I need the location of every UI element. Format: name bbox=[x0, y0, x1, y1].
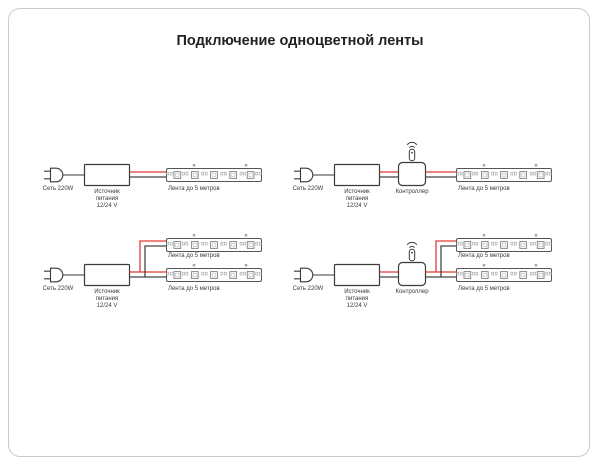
psu-voltage: 12/24 V bbox=[96, 203, 118, 210]
psu-name: Источник питания bbox=[94, 189, 120, 203]
power-supply-box bbox=[333, 163, 381, 187]
power-plug-icon bbox=[294, 167, 334, 183]
power-supply-box bbox=[333, 263, 381, 287]
page-title: Подключение одноцветной ленты bbox=[176, 33, 424, 49]
strip-label: Лента до 5 метров bbox=[168, 253, 220, 259]
led-strip-icon bbox=[166, 232, 262, 252]
led-strip-icon bbox=[456, 262, 552, 282]
negative-branch-wire bbox=[440, 245, 457, 277]
led-strip-icon bbox=[166, 262, 262, 282]
positive-branch-wire bbox=[435, 240, 457, 272]
controller-box bbox=[397, 261, 427, 287]
strip-label: Лента до 5 метров bbox=[168, 286, 220, 292]
psu-voltage: 12/24 V bbox=[96, 303, 118, 310]
border-frame bbox=[8, 8, 590, 457]
controller-box bbox=[397, 161, 427, 187]
led-strip-icon bbox=[456, 162, 552, 182]
power-plug-icon bbox=[44, 167, 84, 183]
psu-name: Источник питания bbox=[344, 189, 370, 203]
psu-label: Источник питания 12/24 V bbox=[84, 289, 130, 311]
remote-icon bbox=[406, 241, 418, 262]
psu-voltage: 12/24 V bbox=[346, 303, 368, 310]
diagram-psu-controller-single-strip bbox=[294, 141, 552, 187]
power-plug-icon bbox=[44, 267, 84, 283]
controller-label: Контроллер bbox=[395, 289, 429, 295]
strip-label: Лента до 5 метров bbox=[458, 253, 510, 259]
mains-label: Сеть 220W bbox=[42, 286, 74, 292]
psu-name: Источник питания bbox=[94, 289, 120, 303]
psu-label: Источник питания 12/24 V bbox=[334, 189, 380, 211]
psu-name: Источник питания bbox=[344, 289, 370, 303]
power-plug-icon bbox=[294, 267, 334, 283]
psu-label: Источник питания 12/24 V bbox=[84, 189, 130, 211]
controller-label: Контроллер bbox=[395, 189, 429, 195]
mains-label: Сеть 220W bbox=[42, 186, 74, 192]
psu-label: Источник питания 12/24 V bbox=[334, 289, 380, 311]
psu-voltage: 12/24 V bbox=[346, 203, 368, 210]
power-supply-box bbox=[83, 263, 131, 287]
led-strip-icon bbox=[456, 232, 552, 252]
strip-label: Лента до 5 метров bbox=[458, 286, 510, 292]
diagram-psu-two-strips bbox=[44, 232, 262, 287]
diagram-psu-single-strip bbox=[44, 162, 262, 187]
diagram-psu-controller-two-strips bbox=[294, 232, 552, 287]
strip-label: Лента до 5 метров bbox=[168, 186, 220, 192]
remote-icon bbox=[406, 141, 418, 162]
led-strip-icon bbox=[166, 162, 262, 182]
power-supply-box bbox=[83, 163, 131, 187]
negative-branch-wire bbox=[144, 245, 167, 277]
strip-label: Лента до 5 метров bbox=[458, 186, 510, 192]
mains-label: Сеть 220W bbox=[292, 286, 324, 292]
mains-label: Сеть 220W bbox=[292, 186, 324, 192]
positive-branch-wire bbox=[139, 240, 167, 272]
